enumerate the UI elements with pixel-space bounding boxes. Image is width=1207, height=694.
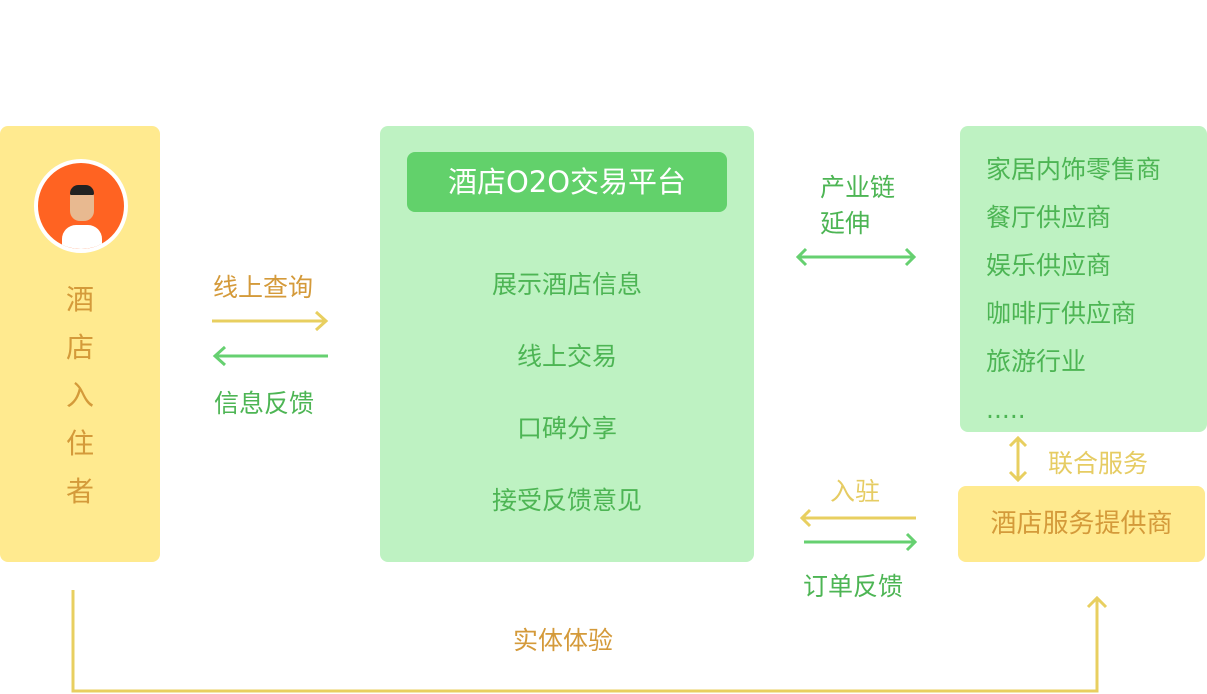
order-feedback-label: 订单反馈 [803,572,904,601]
chain-extension-label: 产业链 延伸 [820,173,896,238]
step-show-info: 展示酒店信息 [491,270,642,299]
supplier-item: 餐厅供应商 [986,203,1112,232]
supplier-item: 家居内饰零售商 [986,155,1162,184]
provider-box: 酒店服务提供商 [958,486,1205,562]
guest-panel: 酒 店 入 住 者 [0,126,160,562]
settle-in-label: 入驻 [830,477,881,506]
physical-experience-label: 实体体验 [513,626,614,655]
step-online-trade: 线上交易 [516,342,617,371]
joint-service-label: 联合服务 [1048,449,1149,478]
suppliers-panel: 家居内饰零售商 餐厅供应商 娱乐供应商 咖啡厅供应商 旅游行业 ..... [960,126,1207,432]
avatar [34,159,128,253]
info-feedback-label: 信息反馈 [214,389,315,418]
step-receive-feedback: 接受反馈意见 [491,486,642,515]
online-query-label: 线上查询 [213,273,314,302]
supplier-item: 旅游行业 [986,347,1087,376]
guest-label: 酒 店 入 住 者 [65,283,94,508]
supplier-list: 家居内饰零售商 餐厅供应商 娱乐供应商 咖啡厅供应商 旅游行业 ..... [986,146,1161,434]
platform-panel: 酒店O2O交易平台 [380,126,754,562]
platform-title: 酒店O2O交易平台 [407,152,727,212]
step-review-share: 口碑分享 [516,414,617,443]
supplier-item: ..... [986,395,1026,424]
supplier-item: 咖啡厅供应商 [986,299,1137,328]
supplier-item: 娱乐供应商 [986,251,1112,280]
